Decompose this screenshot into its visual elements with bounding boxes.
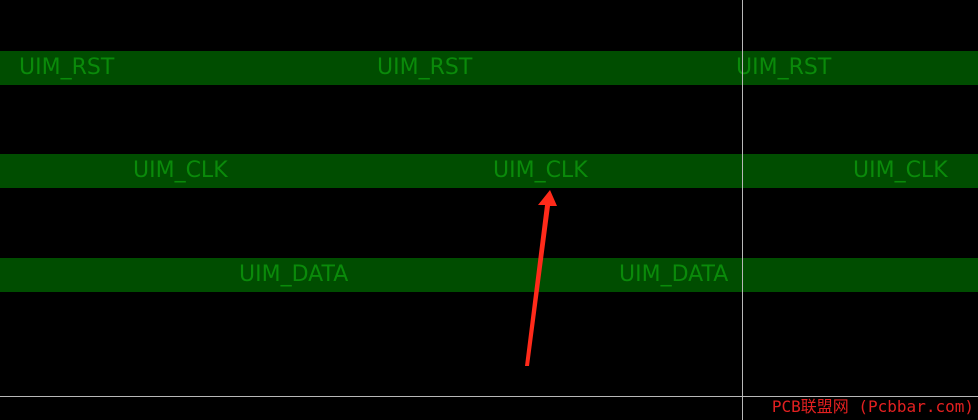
net-label-uim-data: UIM_DATA xyxy=(239,262,349,287)
net-label-uim-clk: UIM_CLK xyxy=(493,158,588,183)
net-label-uim-data: UIM_DATA xyxy=(619,262,729,287)
watermark: PCB联盟网 (Pcbbar.com) xyxy=(771,397,974,416)
net-label-uim-clk: UIM_CLK xyxy=(853,158,948,183)
trace-uim-rst[interactable]: UIM_RST UIM_RST UIM_RST xyxy=(0,51,978,85)
net-label-uim-rst: UIM_RST xyxy=(19,55,115,80)
trace-uim-clk[interactable]: UIM_CLK UIM_CLK UIM_CLK xyxy=(0,154,978,188)
crosshair-horizontal-line xyxy=(0,396,978,397)
crosshair-vertical-line xyxy=(742,0,743,420)
net-label-uim-rst: UIM_RST xyxy=(377,55,473,80)
net-label-uim-clk: UIM_CLK xyxy=(133,158,228,183)
net-label-uim-rst: UIM_RST xyxy=(736,55,832,80)
trace-uim-data[interactable]: UIM_DATA UIM_DATA xyxy=(0,258,978,292)
